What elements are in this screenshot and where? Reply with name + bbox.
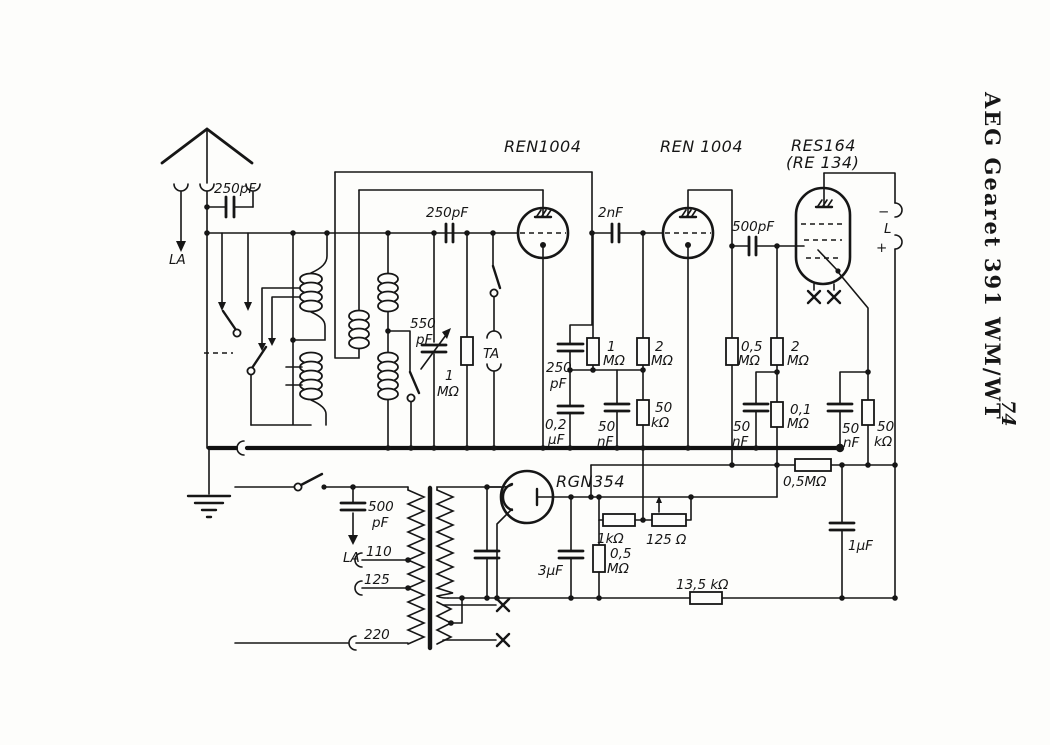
coupling-coil (334, 171, 370, 359)
mains-cap-value: 500 (368, 499, 394, 515)
grid-cap-value: 250 (546, 360, 572, 376)
supply-line: 0,5MΩ 1μF (590, 458, 898, 599)
r1m-unit: MΩ (603, 353, 626, 369)
output-tone-network: 50 nF 50 kΩ (826, 369, 894, 466)
r05m-unit: MΩ (738, 353, 761, 369)
band-switch (204, 232, 303, 426)
c50nf-c-unit: nF (843, 435, 860, 451)
antenna-la-input: LA (169, 183, 189, 268)
antenna-capacitor: 250pF (204, 181, 261, 219)
tube-res164: RES164 (RE 134) (786, 136, 869, 373)
ground-bus (206, 440, 845, 456)
r2m-a-unit: MΩ (651, 353, 674, 369)
tap-110-label: 110 (366, 544, 392, 560)
r2m-b-unit: MΩ (787, 353, 810, 369)
c1uf-label: 1μF (848, 538, 873, 554)
tube2-label: REN 1004 (660, 137, 743, 156)
c50nf-c-value: 50 (842, 421, 859, 437)
r01m-unit: MΩ (787, 416, 810, 432)
page-title-block: AEG Gearet 391 WM/WT 74 (980, 91, 1019, 426)
c50nf-b-value: 50 (733, 419, 750, 435)
r50k-a-unit: kΩ (651, 415, 670, 431)
antenna-coils (250, 230, 330, 426)
grid-leak-resistor-1m: 1 MΩ (437, 230, 474, 449)
r2m-b-value: 2 (791, 339, 800, 355)
coupling-cap3-label: 500pF (732, 219, 774, 235)
coupling-cap-2nf: 2nF (591, 205, 664, 244)
la-bottom-label: LA (343, 550, 360, 566)
page-number: 74 (997, 400, 1019, 426)
speaker-output: − L + (823, 172, 903, 466)
r05m-b-unit: MΩ (607, 561, 630, 577)
tube3-name: RES164 (791, 136, 856, 155)
pickup-label: TA (483, 346, 499, 362)
cap-02-value: 0,2 (545, 417, 566, 433)
anode-network-2: 0,5 MΩ 500pF 2 MΩ 50 nF 0,1 MΩ (725, 219, 811, 498)
coupling-cap1-label: 250pF (426, 205, 468, 221)
cap-02-unit: μF (547, 432, 565, 448)
grid-leak-value: 1 (445, 368, 454, 384)
r1k-label: 1kΩ (597, 531, 624, 547)
r2m-a-value: 2 (655, 339, 664, 355)
coupling-cap-250pf: 250pF (426, 205, 468, 244)
r135k-label: 13,5 kΩ (676, 577, 729, 593)
tube-ren1004-first: REN1004 (504, 137, 581, 449)
tap-220-label: 220 (364, 627, 390, 643)
coupling-cap2-label: 2nF (598, 205, 623, 221)
tuning-capacitor-550pf: 550 pF (410, 230, 451, 449)
la-top-label: LA (169, 252, 186, 268)
r50k-b-value: 50 (877, 419, 894, 435)
antenna-icon (160, 127, 254, 234)
r05m-value: 0,5 (741, 339, 762, 355)
r05m-b-value: 0,5 (610, 546, 631, 562)
power-transformer: 110 125 220 (348, 484, 511, 651)
return-rail: 13,5 kΩ (447, 464, 898, 605)
r05m-h-label: 0,5MΩ (783, 474, 827, 490)
c50nf-a-value: 50 (598, 419, 615, 435)
grid-coil (377, 230, 421, 449)
tube3-alt-name: (RE 134) (786, 153, 859, 172)
side-title: AEG Gearet 391 WM/WT (980, 91, 1005, 421)
antenna-cap-label: 250pF (214, 181, 256, 197)
tube-rgn354: RGN354 (486, 469, 778, 599)
tube-ren1004-second: REN 1004 (660, 137, 743, 449)
mains-cap-unit: pF (371, 515, 389, 531)
pickup-input-ta: TA (483, 230, 502, 449)
r50k-a-value: 50 (655, 400, 672, 416)
tap-125-label: 125 (364, 572, 390, 588)
r1m-value: 1 (607, 339, 616, 355)
grid-cap-unit: pF (549, 376, 567, 392)
tuning-cap-unit: pF (415, 332, 433, 348)
ground-symbol-icon (186, 447, 232, 519)
r125-label: 125 Ω (646, 532, 687, 548)
grid-leak-unit: MΩ (437, 384, 460, 400)
tuning-cap-value: 550 (410, 316, 436, 332)
r01m-value: 0,1 (790, 402, 811, 418)
r50k-b-unit: kΩ (874, 434, 893, 450)
output-plus-label: + (876, 240, 887, 256)
output-l-label: L (884, 221, 892, 237)
grid-cap-network: 250 pF 0,2 μF (545, 171, 644, 449)
c3uf-label: 3μF (538, 563, 563, 579)
tube1-label: REN1004 (504, 137, 581, 156)
bias-network: 1kΩ 125 Ω 0,5 MΩ 3μF (538, 496, 692, 599)
rectifier-label: RGN354 (556, 472, 625, 491)
output-minus-label: − (878, 204, 889, 220)
